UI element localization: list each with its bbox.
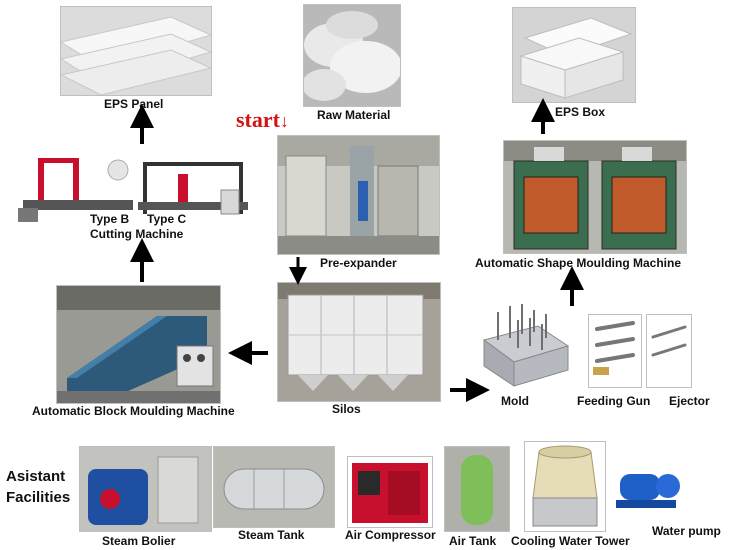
shape-moulding-machine-image	[503, 140, 687, 254]
ejector-label: Ejector	[669, 394, 710, 408]
cutting-type-b-label: Type B	[90, 212, 130, 226]
mold-label: Mold	[501, 394, 529, 408]
eps-box-label: EPS Box	[555, 105, 606, 119]
silos-image	[277, 282, 441, 402]
start-label: start↓	[236, 107, 289, 132]
cutting-type-c-label: Type C	[147, 212, 187, 226]
eps-panel-image	[60, 6, 212, 96]
cutting-machine-image	[18, 150, 255, 230]
cooling-tower-image	[524, 441, 606, 532]
block-moulding-machine-image	[56, 285, 221, 404]
silos-label: Silos	[332, 402, 361, 416]
pre-expander-label: Pre-expander	[320, 256, 397, 270]
facilities-title: Asistant Facilities	[6, 468, 71, 506]
steam-tank-image	[213, 446, 335, 528]
air-tank-label: Air Tank	[449, 534, 497, 548]
feeding-gun-label: Feeding Gun	[577, 394, 651, 408]
air-compressor-image	[347, 456, 433, 528]
block-moulding-label: Automatic Block Moulding Machine	[32, 404, 235, 418]
raw-material-image	[303, 4, 401, 107]
eps-box-image	[512, 7, 636, 103]
water-pump-label: Water pump	[652, 524, 721, 538]
water-pump-image	[612, 456, 688, 518]
steam-boiler-image	[79, 446, 212, 532]
ejector-image	[646, 314, 692, 388]
steam-tank-label: Steam Tank	[238, 528, 305, 542]
cooling-tower-label: Cooling Water Tower	[511, 534, 630, 548]
cutting-machine-label: Cutting Machine	[90, 227, 184, 241]
shape-moulding-label: Automatic Shape Moulding Machine	[475, 256, 682, 270]
raw-material-label: Raw Material	[317, 108, 391, 122]
mold-image	[478, 300, 570, 392]
steam-boiler-label: Steam Bolier	[102, 534, 176, 548]
air-tank-image	[444, 446, 510, 532]
air-compressor-label: Air Compressor	[345, 528, 436, 542]
pre-expander-image	[277, 135, 440, 255]
feeding-gun-image	[588, 314, 642, 388]
